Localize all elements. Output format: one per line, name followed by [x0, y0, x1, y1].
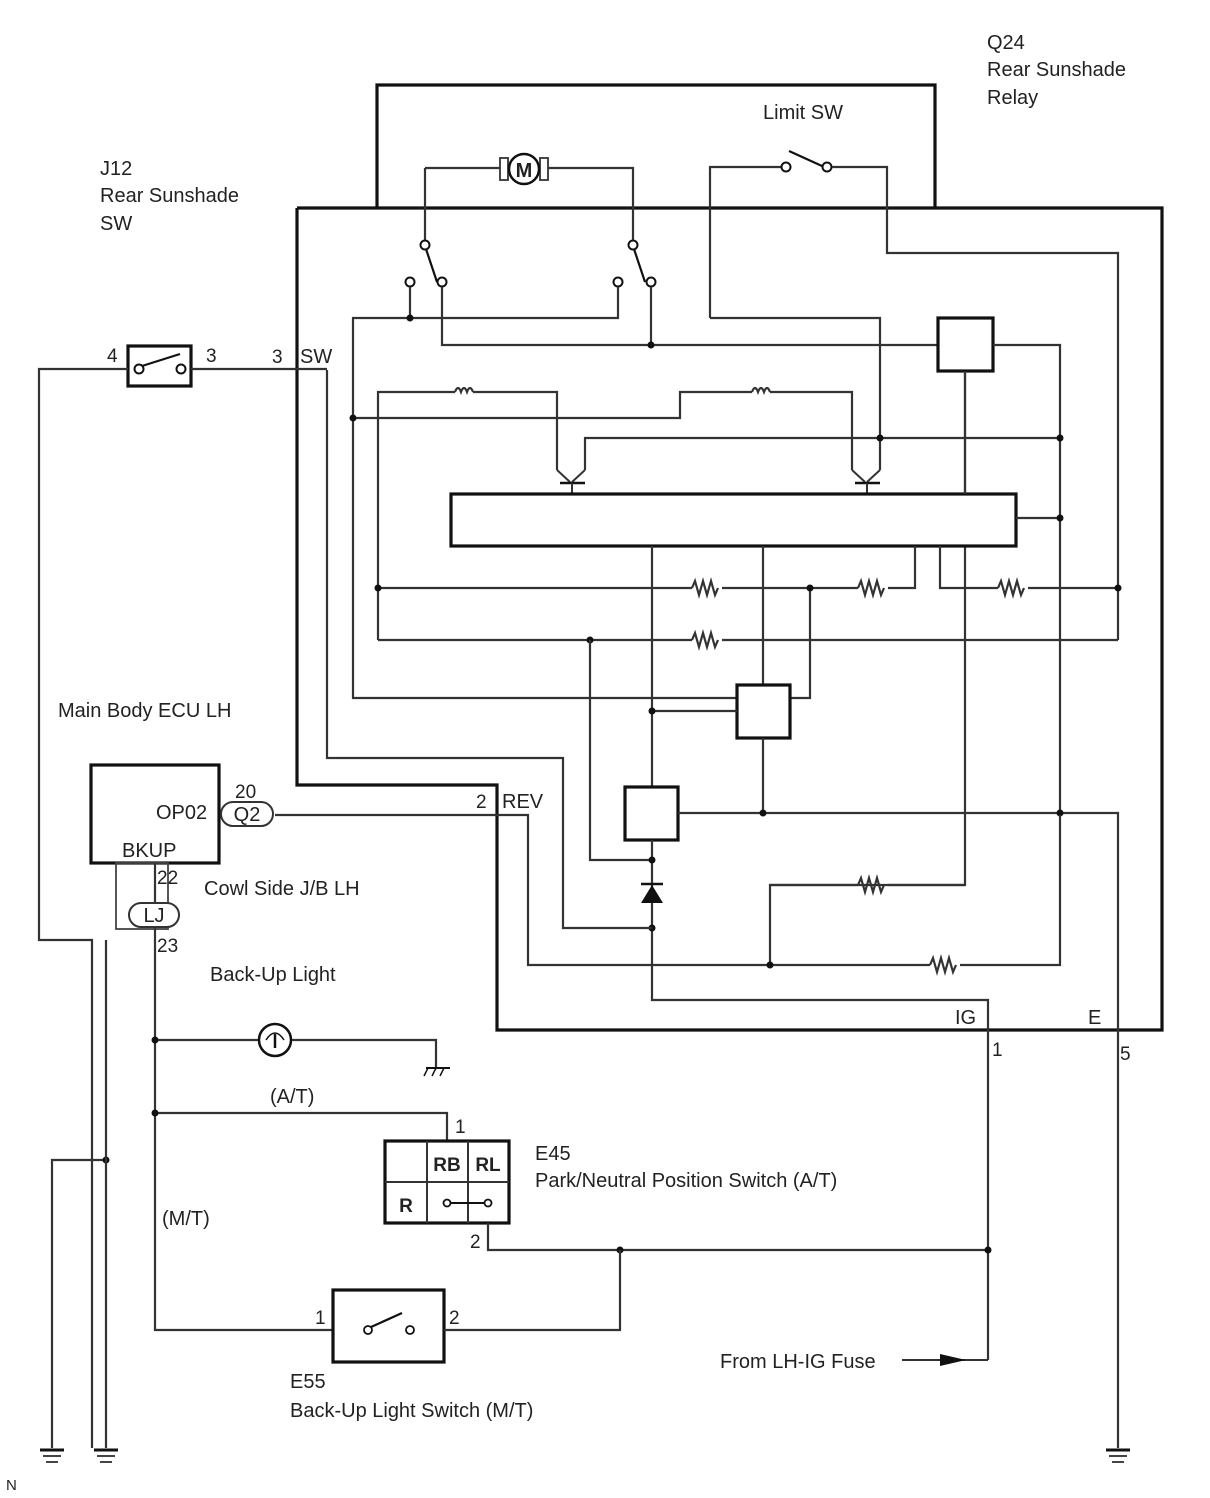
limit-switch-icon — [708, 149, 1120, 640]
pn-grid-r: R — [399, 1196, 413, 1217]
backup-switch-code: E55 — [290, 1371, 326, 1393]
corner-mark: N — [6, 1477, 17, 1494]
resistor-network — [374, 546, 1122, 862]
sunshade-switch-pin-3: 3 — [206, 346, 217, 367]
relay-pin-rev: 2 — [476, 792, 487, 813]
relay-name-line2: Relay — [987, 87, 1038, 109]
relay-terminal-sw: SW — [300, 346, 332, 368]
relay-terminal-ig: IG — [955, 1007, 976, 1029]
ecu-terminal-bkup: BKUP — [122, 840, 176, 862]
pn-grid-rl: RL — [475, 1155, 501, 1176]
pn-grid-rb: RB — [433, 1155, 460, 1176]
relay-name-line1: Rear Sunshade — [987, 59, 1126, 81]
motor-icon: M — [423, 152, 635, 242]
motor-label: M — [516, 160, 533, 182]
ecu-terminal-op02: OP02 — [156, 802, 207, 824]
backup-light-label: Back-Up Light — [210, 964, 336, 986]
backup-switch-name: Back-Up Light Switch (M/T) — [290, 1400, 533, 1422]
connector-q2-label: Q2 — [234, 804, 261, 826]
ground-icon — [1106, 1448, 1130, 1463]
relay-driver-box — [735, 683, 792, 740]
at-branch-label: (A/T) — [270, 1086, 314, 1108]
relay-title: Q24 Rear Sunshade Relay — [987, 32, 1126, 109]
sunshade-switch-name1: Rear Sunshade — [100, 185, 239, 207]
backup-switch-pin-2: 2 — [449, 1308, 460, 1329]
limit-switch-label: Limit SW — [763, 102, 843, 124]
fuse-source-label: From LH-IG Fuse — [720, 1351, 876, 1373]
sunshade-switch-name2: SW — [100, 213, 132, 235]
pn-switch-name: Park/Neutral Position Switch (A/T) — [535, 1170, 837, 1192]
park-neutral-switch[interactable]: RB RL R — [383, 1139, 511, 1225]
relay-terminal-e: E — [1088, 1007, 1101, 1029]
backup-switch-pin-1: 1 — [315, 1308, 326, 1329]
backup-light-switch[interactable] — [331, 1288, 446, 1364]
ground-icon — [40, 1448, 64, 1463]
chassis-ground-icon — [423, 1067, 450, 1077]
mt-branch-label: (M/T) — [162, 1208, 210, 1230]
cowl-side-jb — [115, 862, 169, 930]
jb-name: Cowl Side J/B LH — [204, 878, 360, 900]
pn-switch-pin-1: 1 — [455, 1117, 466, 1138]
sunshade-switch-code: J12 — [100, 158, 132, 180]
relay-pin-ig: 1 — [992, 1040, 1003, 1061]
relay-pin-e: 5 — [1120, 1044, 1131, 1065]
pn-switch-pin-2: 2 — [470, 1232, 481, 1253]
control-ic — [449, 492, 1018, 548]
relay-terminal-rev: REV — [502, 791, 544, 813]
jb-pin-23: 23 — [157, 936, 178, 957]
connector-lj-label: LJ — [143, 905, 164, 927]
ecu-name: Main Body ECU LH — [58, 700, 231, 722]
relay-coil-upper — [936, 316, 995, 373]
relay-input-box — [623, 785, 680, 842]
ecu-pin-20: 20 — [235, 782, 256, 803]
sunshade-switch-pin-4: 4 — [107, 346, 118, 367]
lamp-icon — [257, 1022, 293, 1058]
relay-contacts — [351, 239, 938, 700]
ground-icon — [94, 1448, 118, 1463]
connector-q2 — [220, 801, 274, 827]
main-body-ecu — [89, 763, 221, 865]
pn-switch-code: E45 — [535, 1143, 571, 1165]
jb-pin-22: 22 — [157, 868, 178, 889]
relay-frame — [295, 83, 1164, 1032]
relay-pin-sw: 3 — [272, 347, 283, 368]
diode-icon — [641, 840, 990, 1360]
relay-code: Q24 — [987, 32, 1025, 54]
arrow-right-icon — [940, 1354, 966, 1366]
sunshade-switch[interactable]: J12 Rear Sunshade SW 4 3 — [100, 158, 239, 388]
coil-transistor-network — [349, 316, 1064, 640]
